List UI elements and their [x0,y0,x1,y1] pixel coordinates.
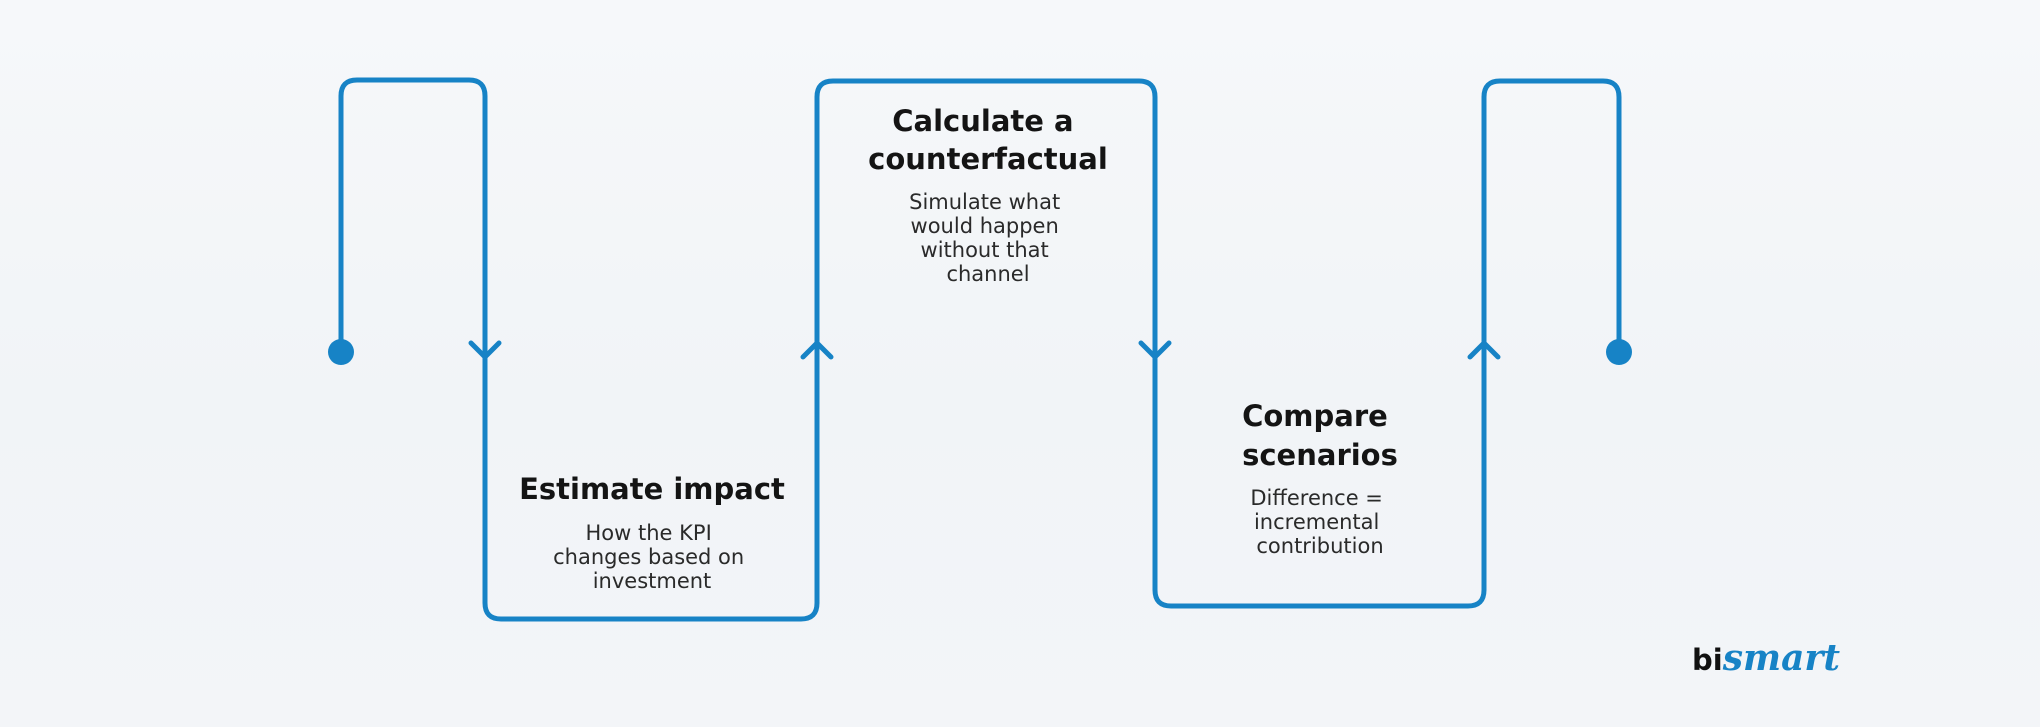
step-title: Compare [1242,399,1388,433]
down-arrow-icon [1138,340,1172,360]
end-dot [1606,339,1632,365]
step-title: scenarios [1242,438,1398,472]
up-arrow-icon [800,340,834,360]
step-description-line: changes based on [553,545,744,569]
step-estimate-impact: Estimate impact How the KPI changes base… [519,472,785,593]
step-title: Estimate impact [519,472,785,506]
svg-text:Simulate what would happ: Simulate what would happen without that … [909,190,1067,286]
svg-text:Difference = incremental: Difference = incremental contribution [1250,486,1389,558]
step-description-line: Difference = [1250,486,1383,510]
step-description-line: How the KPI [586,521,712,545]
start-dot [328,339,354,365]
svg-text:Estimate impact: Estimate impact [519,472,785,506]
step-description-line: contribution [1256,534,1383,558]
step-description-line: would happen [911,214,1059,238]
svg-text:Compare scenarios: Compare scenarios [1242,399,1398,472]
step-description-line: without that [921,238,1049,262]
svg-text:bismart: bismart [1692,637,1840,679]
down-arrow-icon [468,340,502,360]
logo-text-smart: smart [1722,637,1841,679]
svg-text:Calculate a counterfactu: Calculate a counterfactual [868,104,1108,176]
step-description-line: channel [946,262,1029,286]
step-description-line: investment [593,569,712,593]
step-title: counterfactual [868,142,1108,176]
bismart-logo: bismart [1692,637,1840,679]
svg-text:How the KPI changes base: How the KPI changes based on investment [553,521,751,593]
flow-path [338,77,1622,622]
up-arrow-icon [1467,340,1501,360]
step-description-line: Simulate what [909,190,1060,214]
step-compare-scenarios: Compare scenarios Difference = increment… [1242,399,1398,558]
logo-text-bi: bi [1692,643,1723,677]
step-title: Calculate a [892,104,1073,138]
step-calculate-counterfactual: Calculate a counterfactual Simulate what… [868,104,1108,286]
step-description-line: incremental [1254,510,1379,534]
